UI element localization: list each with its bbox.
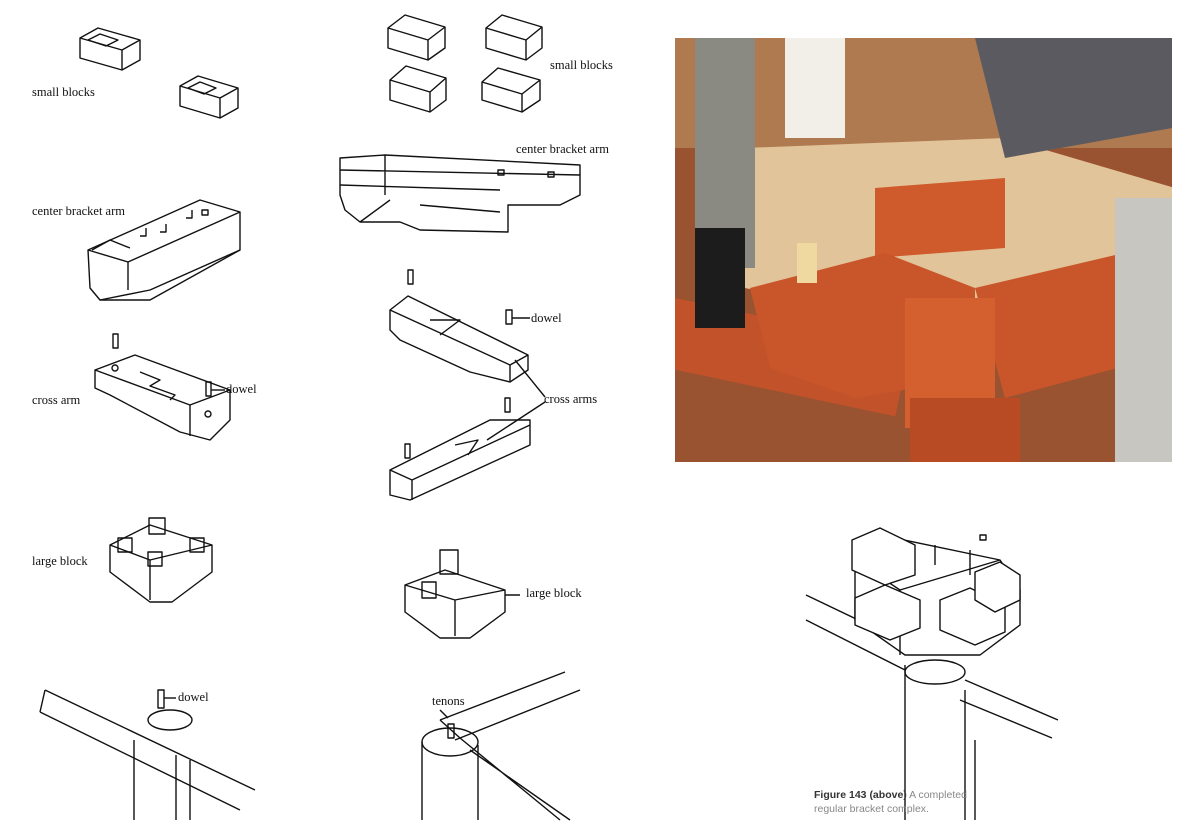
label-large-block: large block	[526, 586, 582, 600]
figure-caption-text: A completed regular bracket complex.	[814, 789, 967, 815]
bracket-assembly-photo	[675, 38, 1172, 462]
figure-caption: Figure 143 (above) A completed regular b…	[814, 788, 984, 816]
label-cross-arms: cross arms	[544, 392, 598, 406]
label-dowel: dowel	[531, 311, 562, 325]
small-block-drawing	[179, 75, 239, 119]
large-block-drawing	[404, 549, 520, 639]
center-bracket-arm-drawing	[339, 154, 581, 233]
label-cross-arm: cross arm	[32, 393, 81, 407]
label-large-block: large block	[32, 554, 88, 568]
large-block-drawing	[109, 517, 213, 603]
corner-pillar-drawing	[421, 671, 581, 821]
label-dowel: dowel	[226, 382, 257, 396]
completed-bracket-complex-drawing	[805, 527, 1059, 820]
label-dowel: dowel	[178, 690, 209, 704]
label-small-blocks: small blocks	[550, 58, 613, 72]
figure-number: Figure 143 (above)	[814, 789, 907, 801]
label-center-bracket-arm: center bracket arm	[32, 204, 125, 218]
small-block-drawing	[387, 14, 543, 113]
small-block-drawing	[79, 27, 141, 71]
label-small-blocks: small blocks	[32, 85, 95, 99]
label-tenons: tenons	[432, 694, 465, 708]
cross-arm-drawing	[94, 333, 231, 441]
label-center-bracket-arm: center bracket arm	[516, 142, 609, 156]
pillar-beam-drawing	[39, 689, 256, 820]
center-bracket-arm-drawing	[87, 199, 241, 301]
cross-arm-drawing	[389, 269, 546, 501]
